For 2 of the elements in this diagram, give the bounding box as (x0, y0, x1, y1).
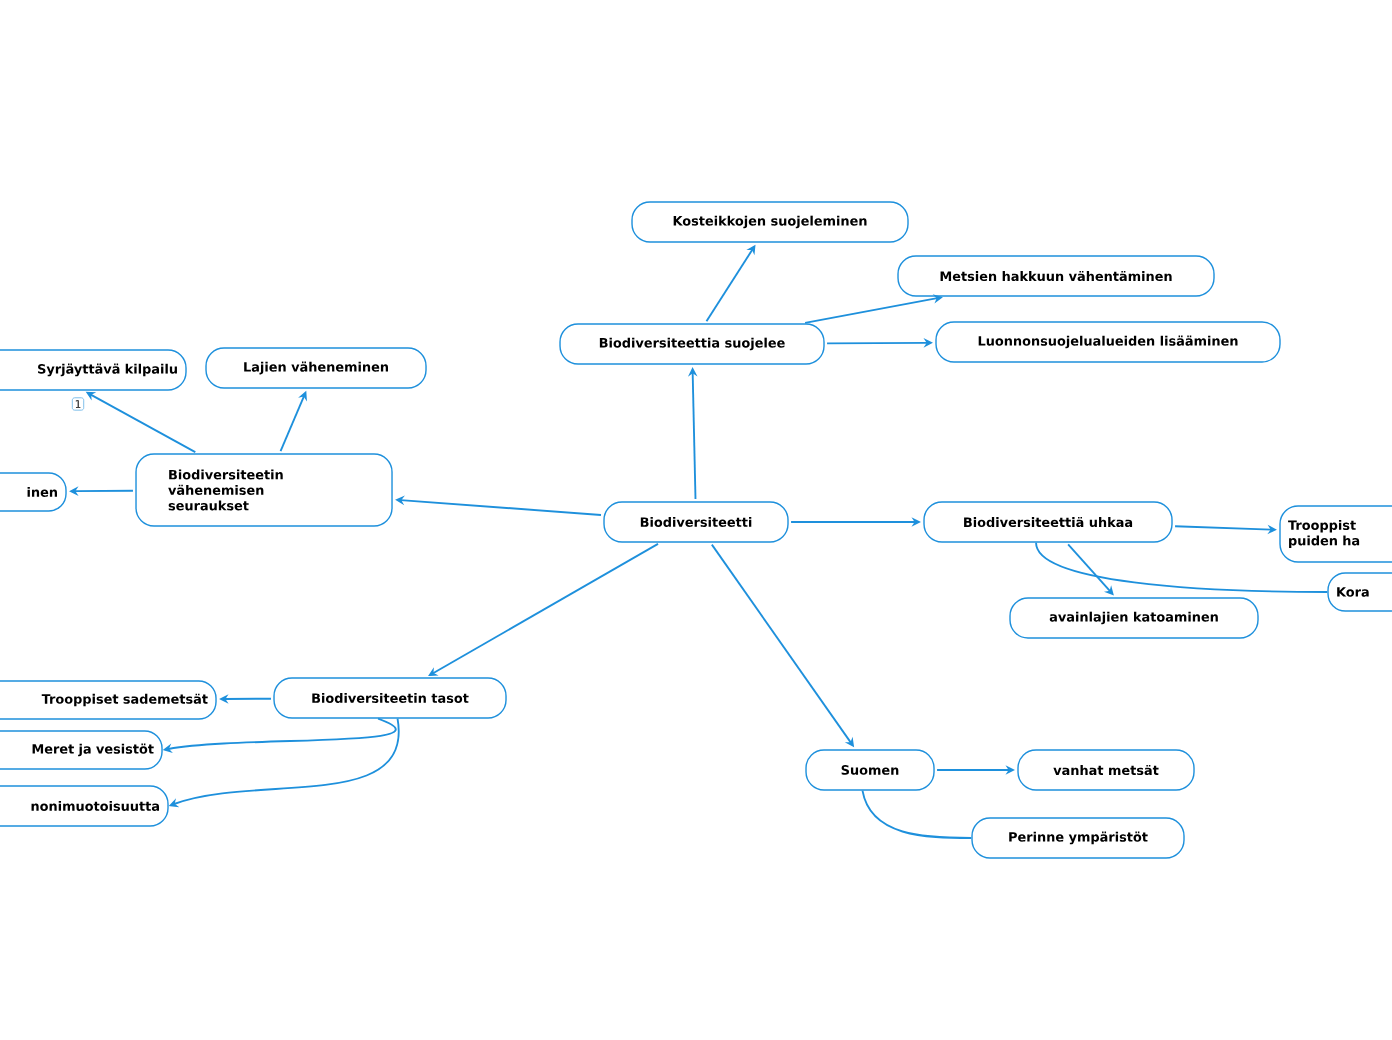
connector-line (1035, 541, 1329, 593)
connector-line (861, 789, 973, 839)
